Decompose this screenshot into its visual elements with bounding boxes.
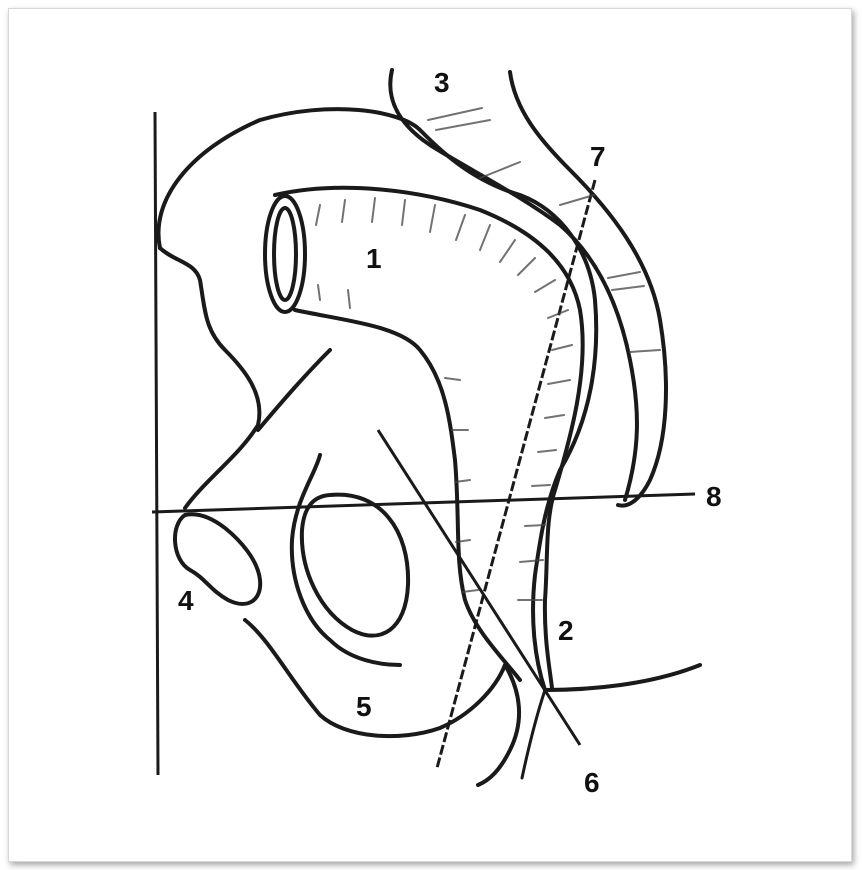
label-6: 6 xyxy=(584,767,600,798)
label-2: 2 xyxy=(558,615,574,646)
left-contour xyxy=(160,248,259,508)
vertical-reference-line xyxy=(155,112,158,775)
structure-3-right-wall xyxy=(510,72,666,506)
foramen-ellipse xyxy=(302,495,408,636)
label-1: 1 xyxy=(366,243,382,274)
structure-2-contour xyxy=(478,665,519,785)
label-8: 8 xyxy=(706,481,722,512)
label-3: 3 xyxy=(434,67,450,98)
organ-1-outline xyxy=(275,188,583,688)
pelvis-inner-contour xyxy=(258,350,330,430)
label-4: 4 xyxy=(178,585,194,616)
label-5: 5 xyxy=(356,691,372,722)
label-7: 7 xyxy=(590,141,606,172)
oblique-line-7 xyxy=(437,180,595,768)
organ-1-lumen-inner xyxy=(274,208,296,300)
structure-2-inner xyxy=(522,690,545,778)
organ-1-lumen-outer xyxy=(265,196,305,312)
